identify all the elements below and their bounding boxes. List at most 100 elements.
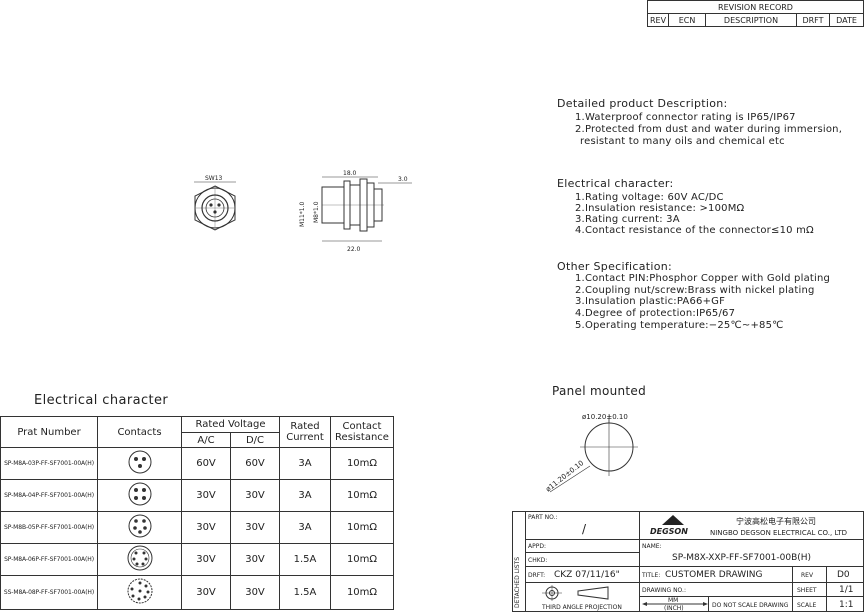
col-rated-current: Rated Current <box>279 416 331 448</box>
thread-outer: M11*1.0 <box>299 201 306 227</box>
electrical-spec-line: 1.Rating voltage: 60V AC/DC <box>575 192 724 203</box>
resistance-value: 10mΩ <box>330 511 394 544</box>
name-label: NAME: <box>642 543 662 550</box>
mm-label: MM <box>668 597 679 604</box>
company-name-en: NINGBO DEGSON ELECTRICAL CO., LTD <box>710 529 848 537</box>
no-scale-label: DO NOT SCALE DRAWING <box>712 602 789 609</box>
part-number: SS-M8A-08P-FF-SF7001-00A(H) <box>0 575 98 610</box>
resistance-value: 10mΩ <box>330 575 394 610</box>
projection-cell: THIRD ANGLE PROJECTION <box>525 582 640 612</box>
drawing-no-cell: DRAWING NO.: <box>639 582 793 597</box>
sheet-label-cell: SHEET <box>792 582 827 597</box>
other-spec-line: 2.Coupling nut/screw:Brass with nickel p… <box>575 285 815 296</box>
electrical-spec-line: 2.Insulation resistance: >100MΩ <box>575 203 745 214</box>
resistance-value: 10mΩ <box>330 479 394 512</box>
no-scale-cell: DO NOT SCALE DRAWING <box>708 596 793 612</box>
ac-value: 30V <box>181 575 231 610</box>
detached-lists-label: DETACHED LISTS <box>514 556 521 608</box>
ac-value: 60V <box>181 447 231 480</box>
col-contacts: Contacts <box>97 416 182 448</box>
date-header: DATE <box>829 13 864 27</box>
dim-bottom: 22.0 <box>347 246 361 253</box>
col-dc: D/C <box>230 432 280 448</box>
other-spec-line: 5.Operating temperature:−25℃~+85℃ <box>575 320 784 331</box>
dc-value: 30V <box>230 479 280 512</box>
scale-value: 1:1 <box>839 600 854 610</box>
connector-side-view: 18.0 3.0 M11*1.0 M8*1.0 22.0 <box>299 170 412 253</box>
description-line: 2.Protected from dust and water during i… <box>575 124 843 135</box>
sw-dim: SW13 <box>205 175 223 182</box>
revision-record-table: REVISION RECORD REV ECN DESCRIPTION DRFT… <box>647 0 864 27</box>
third-angle-projection-icon <box>542 585 609 601</box>
part-number: SP-M8B-05P-FF-SF7001-00A(H) <box>0 511 98 544</box>
electrical-spec-line: 3.Rating current: 3A <box>575 214 680 225</box>
description-line: resistant to many oils and chemical etc <box>580 136 785 147</box>
revision-record-title: REVISION RECORD <box>647 0 864 14</box>
drft-label: DRFT: <box>528 572 546 579</box>
dim-right: 3.0 <box>398 176 408 183</box>
units-cell: MM (INCH) <box>639 596 709 612</box>
part-number: SP-M8A-06P-FF-SF7001-00A(H) <box>0 543 98 576</box>
inch-label: (INCH) <box>664 605 684 612</box>
part-no-label: PART NO.: <box>528 514 558 521</box>
contacts-6-pin-icon <box>97 543 182 576</box>
col-part-number: Prat Number <box>0 416 98 448</box>
sheet-value-cell: 1/1 <box>826 582 864 597</box>
ecn-header: ECN <box>668 13 706 27</box>
part-number: SP-M8A-04P-FF-SF7001-00A(H) <box>0 479 98 512</box>
resistance-value: 10mΩ <box>330 447 394 480</box>
dc-value: 30V <box>230 511 280 544</box>
projection-label: THIRD ANGLE PROJECTION <box>542 604 622 611</box>
title-value: CUSTOMER DRAWING <box>665 570 763 580</box>
other-spec-line: 3.Insulation plastic:PA66+GF <box>575 296 726 307</box>
current-value: 1.5A <box>279 575 331 610</box>
title-cell: TITLE: CUSTOMER DRAWING <box>639 566 793 583</box>
current-value: 3A <box>279 511 331 544</box>
description-title: Detailed product Description: <box>557 97 728 110</box>
table-row: SP-M8B-05P-FF-SF7001-00A(H) 30V 30V 3A 1… <box>0 511 394 544</box>
drft-header: DRFT <box>796 13 830 27</box>
title-block: DETACHED LISTS PART NO.: / DEGSON 宁波高松电子… <box>512 511 864 612</box>
description-header: DESCRIPTION <box>705 13 797 27</box>
scale-value-cell: 1:1 <box>826 596 864 612</box>
table-row: SS-M8A-08P-FF-SF7001-00A(H) 30V 30V 1.5A… <box>0 575 394 610</box>
sheet-value: 1/1 <box>839 585 854 595</box>
current-value: 3A <box>279 447 331 480</box>
other-spec-title: Other Specification: <box>557 260 673 273</box>
company-name-cn: 宁波高松电子有限公司 <box>736 517 816 526</box>
table-row: SP-M8A-06P-FF-SF7001-00A(H) 30V 30V 1.5A… <box>0 543 394 576</box>
rev-label: REV <box>801 572 814 579</box>
dc-value: 30V <box>230 575 280 610</box>
rev-value-cell: D0 <box>826 566 864 583</box>
table-row: SP-M8A-04P-FF-SF7001-00A(H) 30V 30V 3A 1… <box>0 479 394 512</box>
rev-label-cell: REV <box>792 566 827 583</box>
detached-lists-cell: DETACHED LISTS <box>512 511 526 612</box>
thread-inner: M8*1.0 <box>313 201 320 223</box>
company-cell: DEGSON 宁波高松电子有限公司 NINGBO DEGSON ELECTRIC… <box>639 511 864 540</box>
scale-label-cell: SCALE <box>792 596 827 612</box>
panel-title: Panel mounted <box>552 384 647 398</box>
chkd-cell: CHKD: <box>525 552 640 567</box>
drft-value: CKZ 07/11/16" <box>554 570 620 580</box>
name-cell: NAME: SP-M8X-XXP-FF-SF7001-00B(H) <box>639 539 864 567</box>
electrical-spec-title: Electrical character: <box>557 177 674 190</box>
contacts-8-pin-icon <box>97 575 182 610</box>
scale-label: SCALE <box>797 602 817 609</box>
contacts-3-pin-icon <box>97 447 182 480</box>
electrical-spec-line: 4.Contact resistance of the connector≤10… <box>575 225 814 236</box>
part-no-cell: PART NO.: / <box>525 511 640 540</box>
rev-header: REV <box>647 13 669 27</box>
degson-logo-icon <box>662 515 684 525</box>
electrical-table-title: Electrical character <box>34 393 169 408</box>
contacts-4-pin-icon <box>97 479 182 512</box>
connector-front-view: SW13 <box>194 175 236 231</box>
col-ac: A/C <box>181 432 231 448</box>
appd-label: APPD: <box>528 543 546 550</box>
resistance-value: 10mΩ <box>330 543 394 576</box>
panel-cutout-drawing: ø10.20±0.10 ø11.20±0.10 <box>544 413 638 494</box>
units-arrow-icon <box>642 602 708 606</box>
table-row: SP-M8A-03P-FF-SF7001-00A(H) 60V 60V 3A 1… <box>0 447 394 480</box>
panel-inner-dim: ø10.20±0.10 <box>582 413 628 421</box>
dim-top: 18.0 <box>343 170 357 177</box>
sheet-label: SHEET <box>797 587 817 594</box>
